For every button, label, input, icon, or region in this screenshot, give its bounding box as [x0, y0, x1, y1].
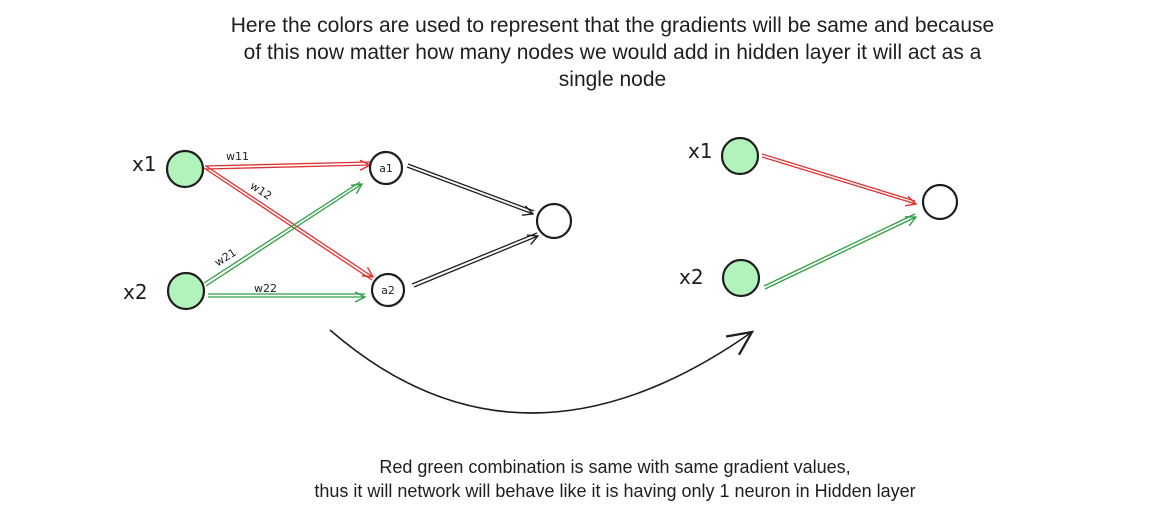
edge-x2-a2 [208, 294, 365, 297]
edge-a2-output [411, 232, 538, 288]
bottom-caption: Red green combination is same with same … [180, 455, 1050, 503]
right-input-node-x2 [721, 258, 761, 298]
label-w22: w22 [254, 282, 277, 295]
edge-a1-output [406, 163, 534, 214]
top-caption-line-1: Here the colors are used to represent th… [230, 14, 995, 37]
label-w11: w11 [226, 150, 249, 163]
bottom-caption-line-2: thus it will network will behave like it… [314, 481, 916, 501]
top-caption-line-2: of this now matter how many nodes we wou… [243, 41, 982, 64]
label-x1: x1 [132, 152, 157, 176]
input-node-x1 [165, 149, 205, 189]
top-caption-line-3: single node [558, 68, 667, 91]
input-node-x2 [166, 271, 206, 311]
edge-x1-a1 [204, 162, 370, 169]
label-a1: a1 [379, 162, 393, 175]
right-output-node [921, 183, 959, 221]
edge-x2-a1 [203, 181, 362, 287]
top-caption: Here the colors are used to represent th… [170, 12, 1055, 93]
right-label-x2: x2 [679, 265, 704, 289]
edge-x1-a2 [203, 165, 373, 281]
output-node [535, 202, 573, 240]
edge-right-x1-output [761, 153, 916, 204]
transform-curved-arrow [329, 329, 755, 414]
right-input-node-x1 [720, 136, 760, 176]
edge-right-x2-output [763, 213, 916, 290]
label-x2: x2 [123, 280, 148, 304]
label-w21: w21 [212, 246, 238, 269]
bottom-caption-line-1: Red green combination is same with same … [379, 457, 851, 477]
hidden-node-a1 [368, 150, 404, 186]
right-label-x1: x1 [688, 139, 713, 163]
hidden-node-a2 [370, 272, 406, 308]
label-a2: a2 [381, 284, 395, 297]
